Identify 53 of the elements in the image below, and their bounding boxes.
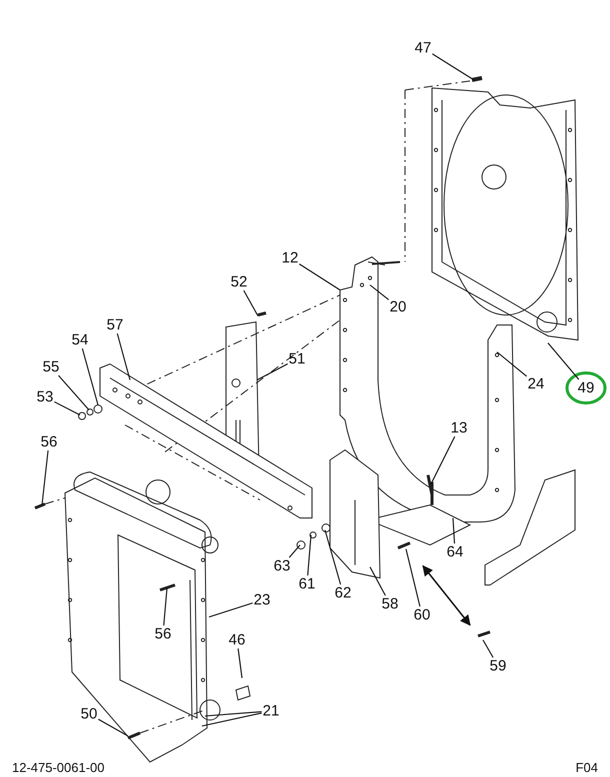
callout-number: 54 xyxy=(70,332,90,348)
leader-line xyxy=(299,264,340,290)
callout-number: 57 xyxy=(106,316,124,334)
leader-line xyxy=(238,648,243,678)
callout-number: 58 xyxy=(380,596,400,612)
callout-number: 21 xyxy=(262,702,280,720)
callout-number: 55 xyxy=(42,358,60,376)
callout-number: 49 xyxy=(576,380,596,396)
leader-line xyxy=(324,530,342,585)
leader-line xyxy=(116,333,131,380)
leader-line xyxy=(208,602,253,618)
callout-number: 47 xyxy=(414,40,432,56)
leader-line xyxy=(58,375,90,410)
callout-number: 13 xyxy=(450,420,468,436)
callout-number: 62 xyxy=(334,584,352,602)
callout-number: 20 xyxy=(388,298,408,316)
leader-line xyxy=(430,436,456,484)
leader-line xyxy=(243,290,258,316)
callout-number: 52 xyxy=(230,274,248,290)
callout-number: 59 xyxy=(488,658,508,674)
leader-line xyxy=(41,450,49,506)
callout-number: 60 xyxy=(412,606,432,624)
leader-line xyxy=(548,342,580,380)
callout-number: 12 xyxy=(280,250,300,266)
leader-line xyxy=(82,348,99,406)
leader-line xyxy=(163,588,168,626)
callout-number: 61 xyxy=(298,576,316,592)
leader-line xyxy=(288,544,300,558)
callout-number: 64 xyxy=(446,544,464,560)
leader-line xyxy=(370,566,386,596)
leader-line xyxy=(452,518,456,544)
leader-line xyxy=(54,401,80,416)
callout-number: 56 xyxy=(154,626,172,642)
leader-line xyxy=(202,712,262,727)
drawing-number: 12-475-0061-00 xyxy=(12,760,105,775)
callout-number: 53 xyxy=(36,388,54,406)
figure-code: F04 xyxy=(576,760,598,775)
leader-line xyxy=(432,53,474,80)
leader-line xyxy=(204,711,262,717)
callout-number: 23 xyxy=(252,592,272,608)
callout-number: 24 xyxy=(526,376,546,392)
callout-number: 56 xyxy=(40,434,58,450)
callout-number: 63 xyxy=(272,558,292,574)
leader-line xyxy=(370,284,389,300)
leader-line xyxy=(496,352,527,377)
leader-line xyxy=(256,363,288,380)
leader-line xyxy=(482,640,494,658)
leader-line xyxy=(98,718,128,736)
leader-line xyxy=(307,534,312,576)
callout-number: 50 xyxy=(80,706,98,722)
callout-number: 46 xyxy=(228,632,246,648)
callout-number: 51 xyxy=(288,350,306,368)
leader-line xyxy=(405,548,420,607)
